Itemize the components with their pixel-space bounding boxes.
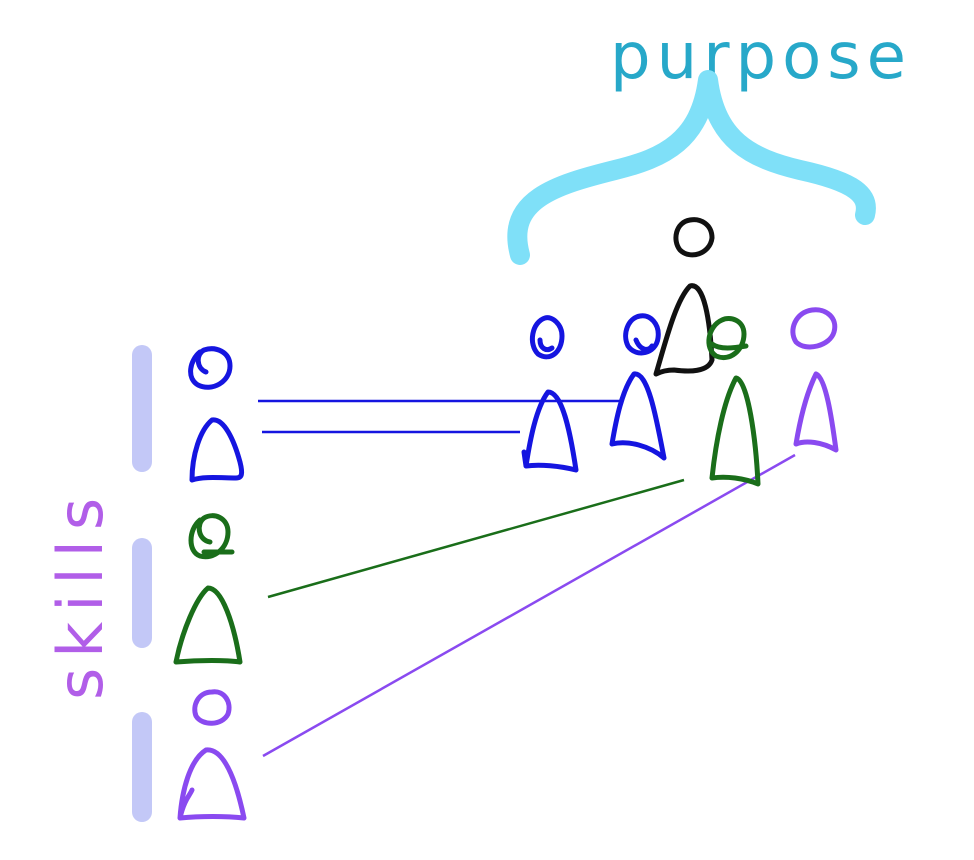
leader-black-person-icon [653, 217, 715, 377]
purpose-brace-icon [507, 70, 876, 265]
left-purple-person-icon [177, 689, 247, 821]
connector-purple [262, 453, 796, 758]
team-green-person-icon [706, 316, 761, 487]
left-green-person-icon [173, 513, 243, 665]
team-blue-person-1-icon [521, 315, 579, 473]
team-purple-person-icon [790, 307, 839, 453]
connector-green [267, 478, 685, 599]
team-blue-person-2-icon [609, 313, 667, 461]
purpose-label: purpose [610, 20, 912, 94]
skills-label: skills [44, 488, 117, 700]
left-blue-person-icon [188, 346, 245, 483]
